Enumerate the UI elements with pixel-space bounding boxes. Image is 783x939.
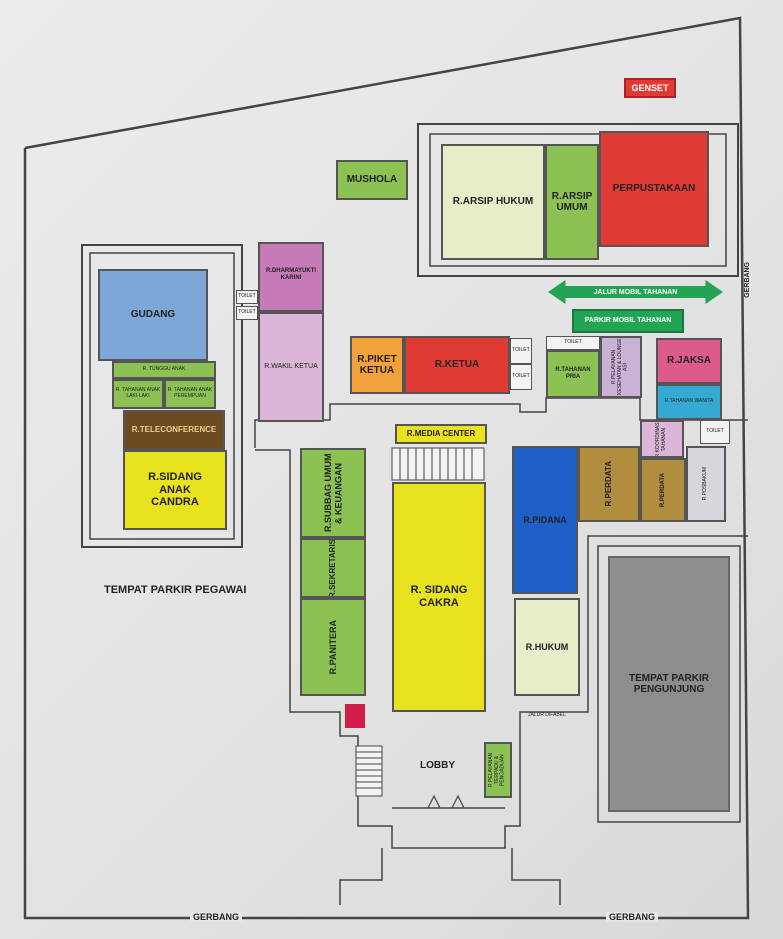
room-pidana: R.PIDANA: [512, 446, 578, 594]
jalur-difabel-label: JALUR DIFABEL: [528, 712, 566, 718]
parkir-mobil-tahanan: PARKIR MOBIL TAHANAN: [572, 309, 684, 333]
room-perdata-1: R.PERDATA: [578, 446, 640, 522]
room-toilet-4: TOILET: [510, 364, 532, 390]
gerbang-label-3: GERBANG: [744, 262, 751, 298]
room-tunggu-anak: R. TUNGGU ANAK: [112, 361, 216, 379]
room-pelayanan-terpadu: R.PELAYANAN TERPADU & PENGADUAN: [484, 742, 512, 798]
room-mushola: MUSHOLA: [336, 160, 408, 200]
room-toilet-5: TOILET: [546, 336, 600, 350]
room-sidang-anak-candra: R.SIDANG ANAK CANDRA: [123, 450, 227, 530]
room-tahanan-wanita: R.TAHANAN WANITA: [656, 384, 722, 420]
room-toilet: TOILET: [236, 290, 258, 304]
room-perdata-2: R.PERDATA: [640, 458, 686, 522]
room-sekretaris: R.SEKRETARIS: [300, 538, 366, 598]
room-piket-ketua: R.PIKET KETUA: [350, 336, 404, 394]
room-tahanan-anak-perempuan: R. TAHANAN ANAK PEREMPUAN: [164, 379, 216, 409]
room-tahanan-anak-laki: R. TAHANAN ANAK LAKI-LAKI: [112, 379, 164, 409]
room-jaksa: R.JAKSA: [656, 338, 722, 384]
room-tahanan-pria: R.TAHANAN PRIA: [546, 350, 600, 398]
gerbang-label-1: GERBANG: [190, 912, 243, 922]
room-teleconference: R.TELECONFERENCE: [123, 410, 225, 450]
room-koordinasi-tahanan: R.KOORDINASI TAHANAN: [640, 420, 684, 458]
gerbang-label-2: GERBANG: [606, 912, 659, 922]
tempat-parkir-pegawai-label: TEMPAT PARKIR PEGAWAI: [104, 584, 247, 596]
room-panitera: R.PANITERA: [300, 598, 366, 696]
jalur-mobil-tahanan-label: JALUR MOBIL TAHANAN: [593, 288, 678, 296]
room-ketua: R.KETUA: [404, 336, 510, 394]
tempat-parkir-pengunjung: TEMPAT PARKIR PENGUNJUNG: [608, 556, 730, 812]
room-subbag-umum-keuangan: R.SUBBAG UMUM & KEUANGAN: [300, 448, 366, 538]
room-wakil-ketua: R.WAKIL KETUA: [258, 312, 324, 422]
room-media-center: R.MEDIA CENTER: [395, 424, 487, 444]
room-genset: GENSET: [624, 78, 676, 98]
room-gudang: GUDANG: [98, 269, 208, 361]
room-toilet-3: TOILET: [510, 338, 532, 364]
room-hukum: R.HUKUM: [514, 598, 580, 696]
room-toilet-6: TOILET: [700, 420, 730, 444]
room-toilet-2: TOILET: [236, 306, 258, 320]
room-arsip-hukum: R.ARSIP HUKUM: [441, 144, 545, 260]
room-dharmayukti-karini: R.DHARMAYUKTI KARINI: [258, 242, 324, 312]
room-perpustakaan: PERPUSTAKAAN: [599, 131, 709, 247]
room-pelayanan-kesehatan: R.PELAYANAN KESEHATAN & LOUNGE ASI: [600, 336, 642, 398]
room-posbakum: R.POSBAKUM: [686, 446, 726, 522]
room-arsip-umum: R.ARSIP UMUM: [545, 144, 599, 260]
lobby-label: LOBBY: [420, 760, 455, 771]
room-sidang-cakra: R. SIDANG CAKRA: [392, 482, 486, 712]
